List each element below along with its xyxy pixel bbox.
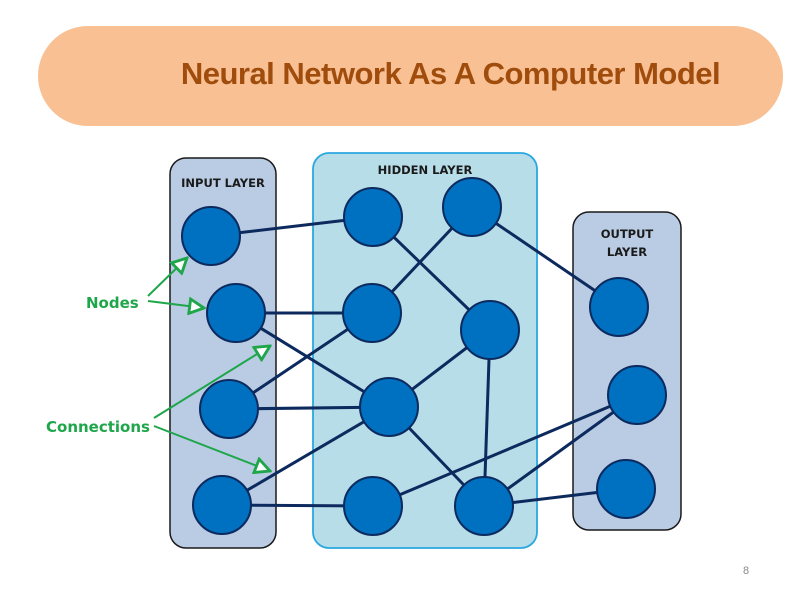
title-banner: Neural Network As A Computer Model <box>38 26 783 126</box>
hidden-node-H4 <box>460 300 520 360</box>
nodes-group <box>181 177 667 536</box>
output-node-O1 <box>589 277 649 337</box>
connection-I4-H5 <box>221 405 390 507</box>
connection-H6-O2 <box>372 393 638 508</box>
hidden-node-H3 <box>342 283 402 343</box>
connections-annotation: Connections <box>46 346 270 471</box>
output-node-O2 <box>607 365 667 425</box>
connections-arrow-2 <box>153 425 270 471</box>
slide-title: Neural Network As A Computer Model <box>180 56 721 91</box>
output-node-O3 <box>596 459 656 519</box>
nodes-arrow-1 <box>147 258 187 297</box>
input-node-I3 <box>199 379 259 439</box>
output-layer-label-line-2: LAYER <box>607 245 647 259</box>
connection-H7-O2 <box>483 393 638 508</box>
hidden-layer-label: HIDDEN LAYER <box>378 163 473 177</box>
hidden-node-H2 <box>442 177 502 237</box>
nodes-annotation-label: Nodes <box>86 294 139 312</box>
hidden-layer-panel <box>312 152 538 549</box>
hidden-node-H5 <box>359 377 419 437</box>
input-node-I4 <box>192 475 252 535</box>
hidden-node-H6 <box>343 476 403 536</box>
input-node-I2 <box>206 283 266 343</box>
nodes-annotation: Nodes <box>86 258 204 312</box>
page-number: 8 <box>743 565 750 577</box>
connections-arrow-1 <box>153 346 270 419</box>
nodes-arrow-2 <box>147 301 204 308</box>
connections-annotation-label: Connections <box>46 418 150 436</box>
hidden-node-H7 <box>454 476 514 536</box>
input-node-I1 <box>181 206 241 266</box>
hidden-node-H1 <box>343 187 403 247</box>
input-layer-label: INPUT LAYER <box>181 176 265 190</box>
output-layer-label-line-1: OUTPUT <box>601 227 654 241</box>
